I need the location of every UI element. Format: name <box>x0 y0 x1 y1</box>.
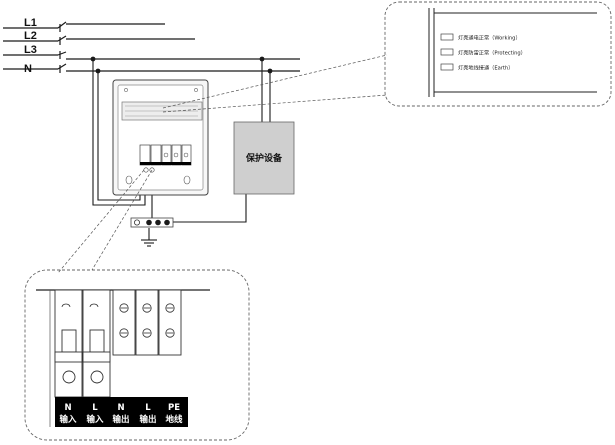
terminal-callout: N 输入 L 输入 N 输出 L 输出 PE 地线 <box>24 269 250 441</box>
terminal-label-n-in-2: 输入 <box>59 414 77 425</box>
terminal-module-l-out <box>135 289 159 356</box>
terminal-module-pe <box>158 289 182 356</box>
junction-dots <box>90 56 273 74</box>
terminal-label-pe-1: PE <box>168 403 180 413</box>
terminal-label-bar <box>55 397 188 427</box>
bus-label-l3: L3 <box>24 44 37 56</box>
terminal-label-n-in-1: N <box>64 403 71 413</box>
terminal-label-l-out-2: 输出 <box>139 414 156 425</box>
indicator-lamp-earth <box>440 63 454 71</box>
terminal-label-pe-2: 地线 <box>165 414 183 425</box>
terminal-label-l-out-1: L <box>145 403 151 413</box>
indicator-label-earth: 灯亮地线接通（Earth） <box>458 64 513 72</box>
indicator-label-protecting: 灯亮防雷正常（Protecting） <box>458 49 526 57</box>
protection-device-label: 保护设备 <box>245 152 283 164</box>
terminal-callout-leaders <box>57 169 153 274</box>
protection-device-box <box>233 121 295 195</box>
indicator-label-working: 灯亮通电正常（Working） <box>458 34 521 42</box>
bus-label-n: N <box>24 63 32 75</box>
bus-lines <box>3 21 300 73</box>
indicator-lamp-protecting <box>440 48 454 56</box>
callout-leader-lines <box>162 54 388 113</box>
indicator-lamp-working <box>440 33 454 41</box>
indicator-callout: 灯亮通电正常（Working） 灯亮防雷正常（Protecting） 灯亮地线接… <box>384 1 612 107</box>
terminal-label-n-out-2: 输出 <box>112 414 129 425</box>
bus-label-l1: L1 <box>24 17 37 29</box>
terminal-module-n-out <box>112 289 136 356</box>
distribution-panel <box>112 79 209 196</box>
terminal-label-l-in-1: L <box>92 403 98 413</box>
breaker-module-l <box>82 289 111 398</box>
ground-bar <box>130 217 174 228</box>
bus-label-l2: L2 <box>24 30 37 42</box>
terminal-label-l-in-2: 输入 <box>86 414 104 425</box>
terminal-label-n-out-1: N <box>117 403 124 413</box>
breaker-module-n <box>54 289 83 398</box>
